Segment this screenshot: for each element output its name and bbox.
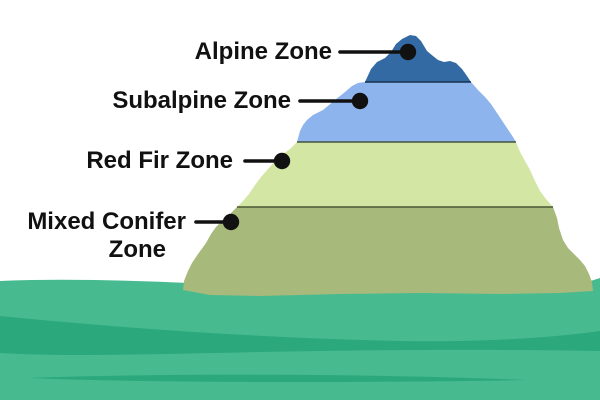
leader-dot-redfir	[273, 152, 291, 170]
ground-streak-thin	[28, 374, 528, 383]
zone-label-mixedconifer-line2: Zone	[108, 236, 166, 263]
leader-dot-alpine	[399, 43, 417, 61]
zone-label-subalpine: Subalpine Zone	[112, 87, 291, 115]
zone-label-alpine-text: Alpine Zone	[194, 38, 332, 65]
subalpine-zone-shape	[297, 82, 516, 142]
leader-mixedconifer	[194, 213, 240, 231]
leader-dot-subalpine	[351, 92, 369, 110]
ground-streak-band	[0, 316, 600, 355]
zone-label-subalpine-text: Subalpine Zone	[112, 87, 291, 114]
leader-redfir	[243, 152, 291, 170]
leader-dot-mixedconifer	[222, 213, 240, 231]
zone-label-redfir-text: Red Fir Zone	[86, 147, 233, 174]
mixed-conifer-zone-shape	[183, 207, 593, 296]
alpine-zone-shape	[365, 35, 471, 82]
zone-label-mixedconifer: Mixed Conifer Zone	[27, 208, 186, 264]
zone-label-alpine: Alpine Zone	[195, 38, 332, 66]
red-fir-zone-shape	[237, 142, 553, 207]
leader-subalpine	[298, 92, 369, 110]
zone-label-redfir: Red Fir Zone	[86, 147, 233, 175]
zone-label-mixedconifer-line1: Mixed Conifer	[27, 208, 186, 235]
leader-alpine	[338, 43, 417, 61]
